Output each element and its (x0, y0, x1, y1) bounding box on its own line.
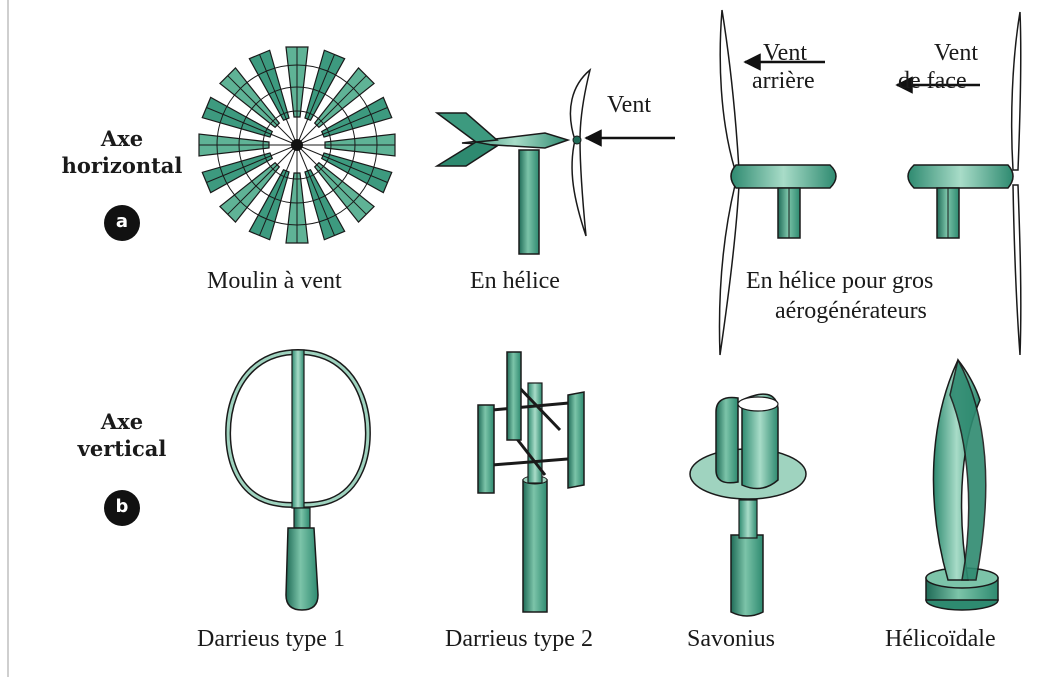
section-b-title: Axe vertical (52, 408, 192, 462)
caption-big-line1: En hélice pour gros (746, 268, 933, 295)
section-a-title: Axe horizontal (52, 125, 192, 179)
badge-a: a (104, 205, 140, 241)
small-propeller-turbine (437, 70, 590, 254)
section-b-title-line2: vertical (52, 435, 192, 462)
caption-helice: En hélice (470, 268, 560, 295)
caption-moulin: Moulin à vent (207, 268, 342, 295)
darrieus-type-1-turbine (228, 350, 368, 610)
wind-front-line1: Vent (934, 40, 978, 67)
windmill-rotor (199, 47, 395, 243)
windmill-hub (291, 139, 303, 151)
helical-turbine (926, 360, 998, 610)
section-a-title-line2: horizontal (52, 152, 192, 179)
section-b-title-line1: Axe (52, 408, 192, 435)
caption-darrieus-1: Darrieus type 1 (197, 626, 345, 653)
caption-savonius: Savonius (687, 626, 775, 653)
darrieus-type-2-turbine (478, 352, 584, 612)
badge-b: b (104, 490, 140, 526)
wind-front-line2: de face (898, 68, 967, 95)
wind-label: Vent (607, 92, 651, 119)
wind-back-line2: arrière (752, 68, 815, 95)
caption-big-line2: aérogénérateurs (775, 298, 927, 325)
caption-helicoidale: Hélicoïdale (885, 626, 996, 653)
savonius-turbine (690, 394, 806, 616)
caption-darrieus-2: Darrieus type 2 (445, 626, 593, 653)
wind-back-line1: Vent (763, 40, 807, 67)
section-a-title-line1: Axe (52, 125, 192, 152)
